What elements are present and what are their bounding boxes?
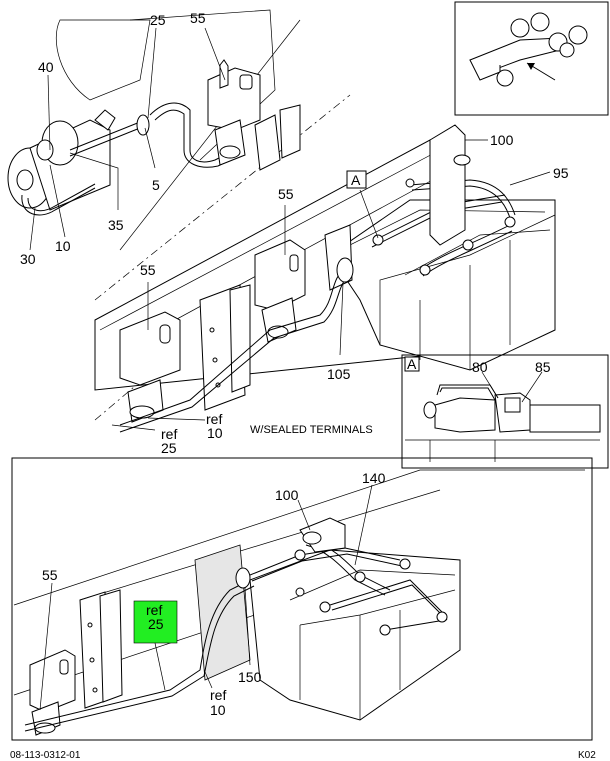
callout-150: 150 (238, 669, 262, 685)
callout-ref25-bottom-ref: ref (146, 602, 162, 618)
bottom-detail-panel (11, 457, 593, 741)
frame-brackets-mid (199, 224, 353, 411)
callout-55-left: 55 (140, 262, 156, 278)
detail-a-marker-label: A (351, 172, 361, 188)
callout-55-bottom: 55 (42, 567, 58, 583)
callout-ref10-bottom-num: 10 (210, 702, 226, 718)
cables-mid (119, 257, 354, 433)
callout-ref25-mid-num: 25 (161, 440, 177, 456)
callout-100-bottom: 100 (275, 487, 299, 503)
callout-140: 140 (362, 470, 386, 486)
callout-55-top: 55 (190, 10, 206, 26)
bracket-100-top (429, 124, 471, 246)
callout-25-top: 25 (150, 12, 166, 28)
sealed-terminals-note: W/SEALED TERMINALS (250, 424, 373, 436)
clip-55-mid (254, 239, 306, 343)
callout-40: 40 (38, 59, 54, 75)
callout-105: 105 (327, 366, 351, 382)
callout-100-top: 100 (490, 132, 514, 148)
detail-a-inset (401, 354, 609, 469)
callout-ref10-bottom-ref: ref (210, 687, 226, 703)
callout-ref25-mid-ref: ref (161, 426, 177, 442)
clip-55-top (207, 59, 301, 171)
footer-code: K02 (578, 750, 596, 761)
callout-35: 35 (108, 217, 124, 233)
detail-a-marker-box (346, 170, 367, 189)
callout-ref10-mid-num: 10 (207, 425, 223, 441)
callout-85: 85 (535, 359, 551, 375)
callout-95: 95 (553, 165, 569, 181)
callout-55-mid: 55 (278, 186, 294, 202)
callout-80: 80 (472, 359, 488, 375)
truck-locator-inset (454, 1, 609, 116)
callout-labels: 25 55 40 5 35 10 30 100 95 A 55 55 105 r… (10, 10, 596, 761)
leader-lines (29, 27, 551, 711)
callout-10: 10 (55, 238, 71, 254)
callout-30: 30 (20, 251, 36, 267)
callout-ref10-mid-ref: ref (206, 411, 222, 427)
highlight-box-ref25[interactable] (133, 600, 178, 644)
callout-ref25-bottom-num: 25 (148, 616, 164, 632)
callout-5: 5 (152, 177, 160, 193)
detail-a-title: A (407, 356, 417, 372)
footer-drawing-number: 08-113-0312-01 (10, 750, 81, 761)
starter-assembly (7, 102, 239, 216)
battery-box-top (329, 178, 556, 371)
clip-55-left (119, 311, 181, 423)
